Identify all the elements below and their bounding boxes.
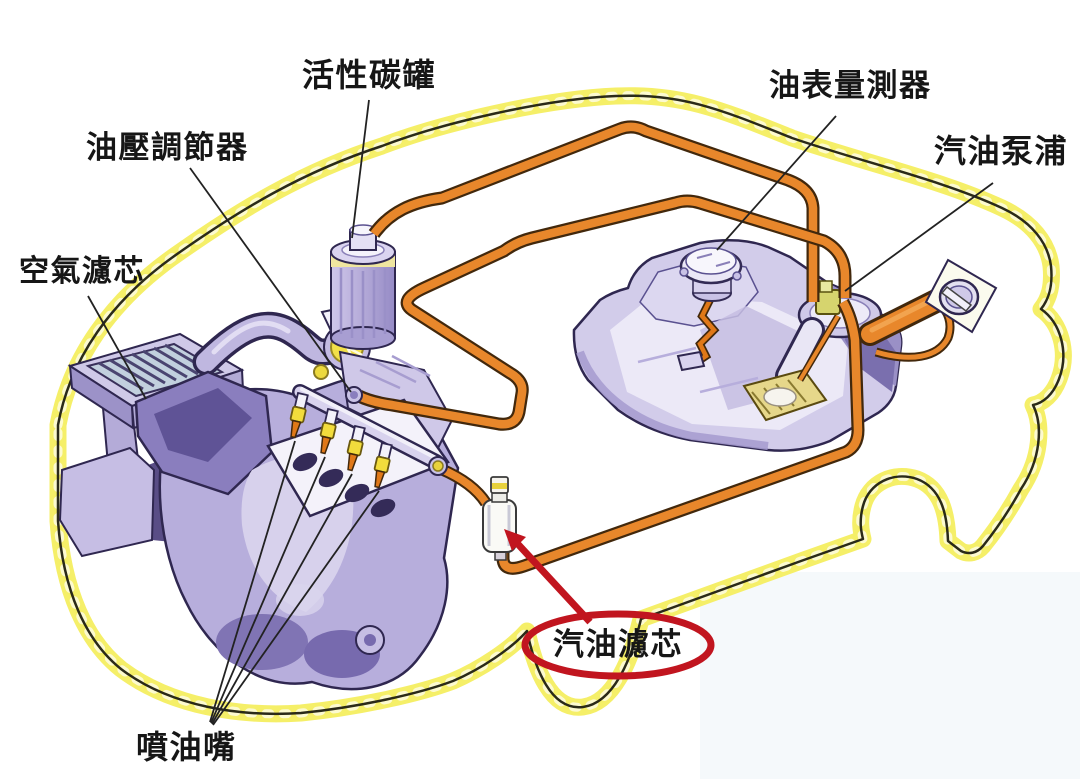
fuel-pump-illustration	[742, 280, 883, 422]
leader-air-filter	[87, 295, 147, 400]
fuel-rail-illustration	[292, 384, 448, 476]
label-air-filter: 空氣濾芯	[19, 255, 145, 288]
fuel-filler-illustration	[858, 258, 998, 362]
engine-block-illustration	[134, 350, 460, 691]
label-fuel-injectors: 噴油嘴	[136, 729, 237, 765]
watermark-area	[700, 572, 1080, 779]
leader-lines	[87, 99, 994, 726]
leader-injectors	[209, 440, 380, 726]
label-fuel-pump: 汽油泵浦	[934, 133, 1069, 169]
label-pressure-regulator: 油壓調節器	[86, 130, 249, 165]
leader-charcoal-canister	[351, 99, 370, 239]
leader-fuel-pump	[844, 182, 994, 292]
red-arrow	[513, 539, 593, 625]
charcoal-canister-illustration	[330, 224, 396, 350]
label-fuel-gauge-sender: 油表量測器	[769, 68, 932, 103]
red-arrowhead-icon	[504, 529, 526, 551]
leader-pressure-regulator	[189, 167, 352, 393]
label-fuel-filter: 汽油濾芯	[553, 627, 683, 662]
red-ellipse	[521, 610, 715, 680]
leader-fuel-gauge	[716, 115, 837, 251]
fuel-injectors-illustration	[289, 391, 393, 489]
label-charcoal-canister: 活性碳罐	[302, 57, 437, 93]
red-highlight	[504, 529, 715, 680]
fuel-gauge-sender-illustration	[676, 247, 743, 372]
intake-ports	[292, 452, 396, 518]
fuel-lines	[356, 120, 865, 575]
